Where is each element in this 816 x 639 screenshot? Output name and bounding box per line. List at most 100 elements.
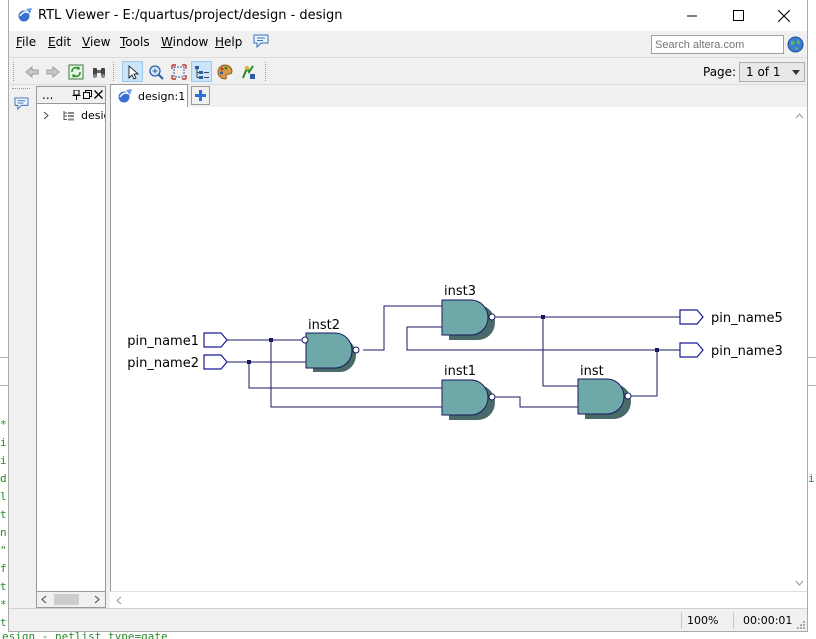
toolbar-grip[interactable] <box>265 62 268 81</box>
color-settings-button[interactable] <box>214 61 235 82</box>
dock-grip[interactable] <box>12 88 30 91</box>
status-bar: 100% 00:00:01 <box>9 608 807 631</box>
menu-access-key: W <box>161 35 173 49</box>
back-button[interactable] <box>21 61 42 82</box>
background-separator <box>0 385 8 386</box>
menu-access-key: V <box>82 35 90 49</box>
wire <box>248 362 442 389</box>
output-pin-pin_name5[interactable]: pin_name5 <box>679 309 783 326</box>
resize-grip-icon[interactable] <box>796 620 806 630</box>
menu-access-key: E <box>48 35 56 49</box>
close-button[interactable] <box>761 0 807 31</box>
menu-window[interactable]: Window <box>161 35 209 49</box>
pointer-icon <box>128 64 139 80</box>
menu-file[interactable]: File <box>16 35 37 49</box>
close-icon[interactable] <box>94 90 103 99</box>
page-select[interactable]: 1 of 1 <box>739 62 805 82</box>
tab-design-1[interactable]: design:1 <box>110 84 188 107</box>
forward-arrow-icon <box>46 65 60 78</box>
search-input[interactable] <box>651 35 784 54</box>
hierarchy-horizontal-scrollbar[interactable] <box>36 591 106 608</box>
maximize-button[interactable] <box>715 0 761 31</box>
page-label: Page: <box>703 65 737 79</box>
netlist-navigator-button[interactable] <box>237 61 258 82</box>
hierarchy-panel-header: ... <box>36 86 106 104</box>
hierarchy-list-button[interactable] <box>191 61 212 82</box>
title-bar[interactable]: RTL Viewer - E:/quartus/project/design -… <box>9 0 807 31</box>
wire <box>495 396 578 408</box>
feedback-icon[interactable] <box>253 34 269 48</box>
gate-label: inst <box>580 364 604 379</box>
output-pin-pin_name3[interactable]: pin_name3 <box>679 342 783 359</box>
gate-label: inst3 <box>444 284 476 299</box>
background-code-char: * <box>0 418 7 431</box>
elapsed-time: 00:00:01 <box>743 614 793 627</box>
forward-button[interactable] <box>42 61 63 82</box>
chevron-left-icon[interactable] <box>41 595 47 604</box>
background-code-char: n <box>0 526 7 539</box>
scrollbar-thumb[interactable] <box>54 594 79 605</box>
schematic-canvas[interactable]: pin_name1 pin_name2 pin_name5 pin_name3 <box>110 107 791 591</box>
gate-label: inst1 <box>444 364 476 379</box>
status-divider <box>733 612 734 629</box>
toolbar-grip[interactable] <box>113 62 116 81</box>
chevron-down-icon <box>792 70 800 75</box>
input-pin-pin_name1[interactable]: pin_name1 <box>127 332 228 349</box>
inversion-bubble <box>352 346 360 354</box>
menu-edit[interactable]: Edit <box>48 35 72 49</box>
canvas-horizontal-scrollbar[interactable] <box>110 591 807 608</box>
gate-inst2[interactable]: inst2 <box>301 318 360 372</box>
background-code-char: d <box>0 472 7 485</box>
background-separator <box>808 385 816 386</box>
maximize-icon <box>732 10 744 21</box>
background-separator <box>808 357 816 358</box>
tree-item-design[interactable]: design <box>37 108 105 124</box>
gate-body <box>305 332 353 369</box>
gate-inst[interactable]: inst <box>577 364 632 419</box>
chevron-left-icon[interactable] <box>116 596 122 605</box>
schematic-diagram[interactable]: pin_name1 pin_name2 pin_name5 pin_name3 <box>111 107 792 591</box>
chevron-right-icon[interactable] <box>43 111 49 120</box>
toolbar: Page: 1 of 1 <box>9 57 807 85</box>
chevron-up-icon[interactable] <box>795 113 804 119</box>
restore-icon[interactable] <box>83 90 92 99</box>
zoom-tool-button[interactable] <box>145 61 166 82</box>
pin-icon[interactable] <box>72 90 81 100</box>
background-code-char: " <box>0 544 7 557</box>
menu-tools[interactable]: Tools <box>120 35 150 49</box>
back-arrow-icon <box>24 65 38 78</box>
input-pin-shape <box>203 332 228 348</box>
chevron-down-icon[interactable] <box>795 580 804 586</box>
background-code-char: l <box>0 490 7 503</box>
gate-body <box>577 378 625 415</box>
output-pin-label: pin_name5 <box>711 311 783 326</box>
menu-view[interactable]: View <box>82 35 111 49</box>
input-pin-pin_name2[interactable]: pin_name2 <box>127 354 228 371</box>
schematic-wires <box>227 305 680 408</box>
find-button[interactable] <box>88 61 109 82</box>
background-code-bottom: esign - netlist_type=gate <box>2 630 168 639</box>
zoom-icon <box>148 64 164 80</box>
zoom-level: 100% <box>687 614 719 627</box>
toolbar-grip[interactable] <box>13 62 16 81</box>
selection-tool-button[interactable] <box>122 61 143 82</box>
chevron-right-icon[interactable] <box>94 595 100 604</box>
globe-icon[interactable] <box>787 36 804 53</box>
menu-help[interactable]: Help <box>215 35 243 49</box>
new-tab-button[interactable] <box>191 86 210 105</box>
wire <box>270 340 442 408</box>
feedback-icon[interactable] <box>14 97 29 110</box>
input-pin-shape <box>203 354 228 370</box>
menu-access-key: T <box>120 35 126 49</box>
status-divider <box>681 612 682 629</box>
wire <box>363 305 442 351</box>
wire <box>406 326 657 351</box>
output-pin-label: pin_name3 <box>711 344 783 359</box>
gate-inst1[interactable]: inst1 <box>441 364 496 420</box>
gate-inst3[interactable]: inst3 <box>441 284 496 340</box>
fit-in-window-button[interactable] <box>168 61 189 82</box>
menu-access-key: H <box>215 35 225 49</box>
minimize-button[interactable] <box>669 0 715 31</box>
canvas-vertical-scrollbar[interactable] <box>791 107 807 591</box>
refresh-button[interactable] <box>65 61 86 82</box>
